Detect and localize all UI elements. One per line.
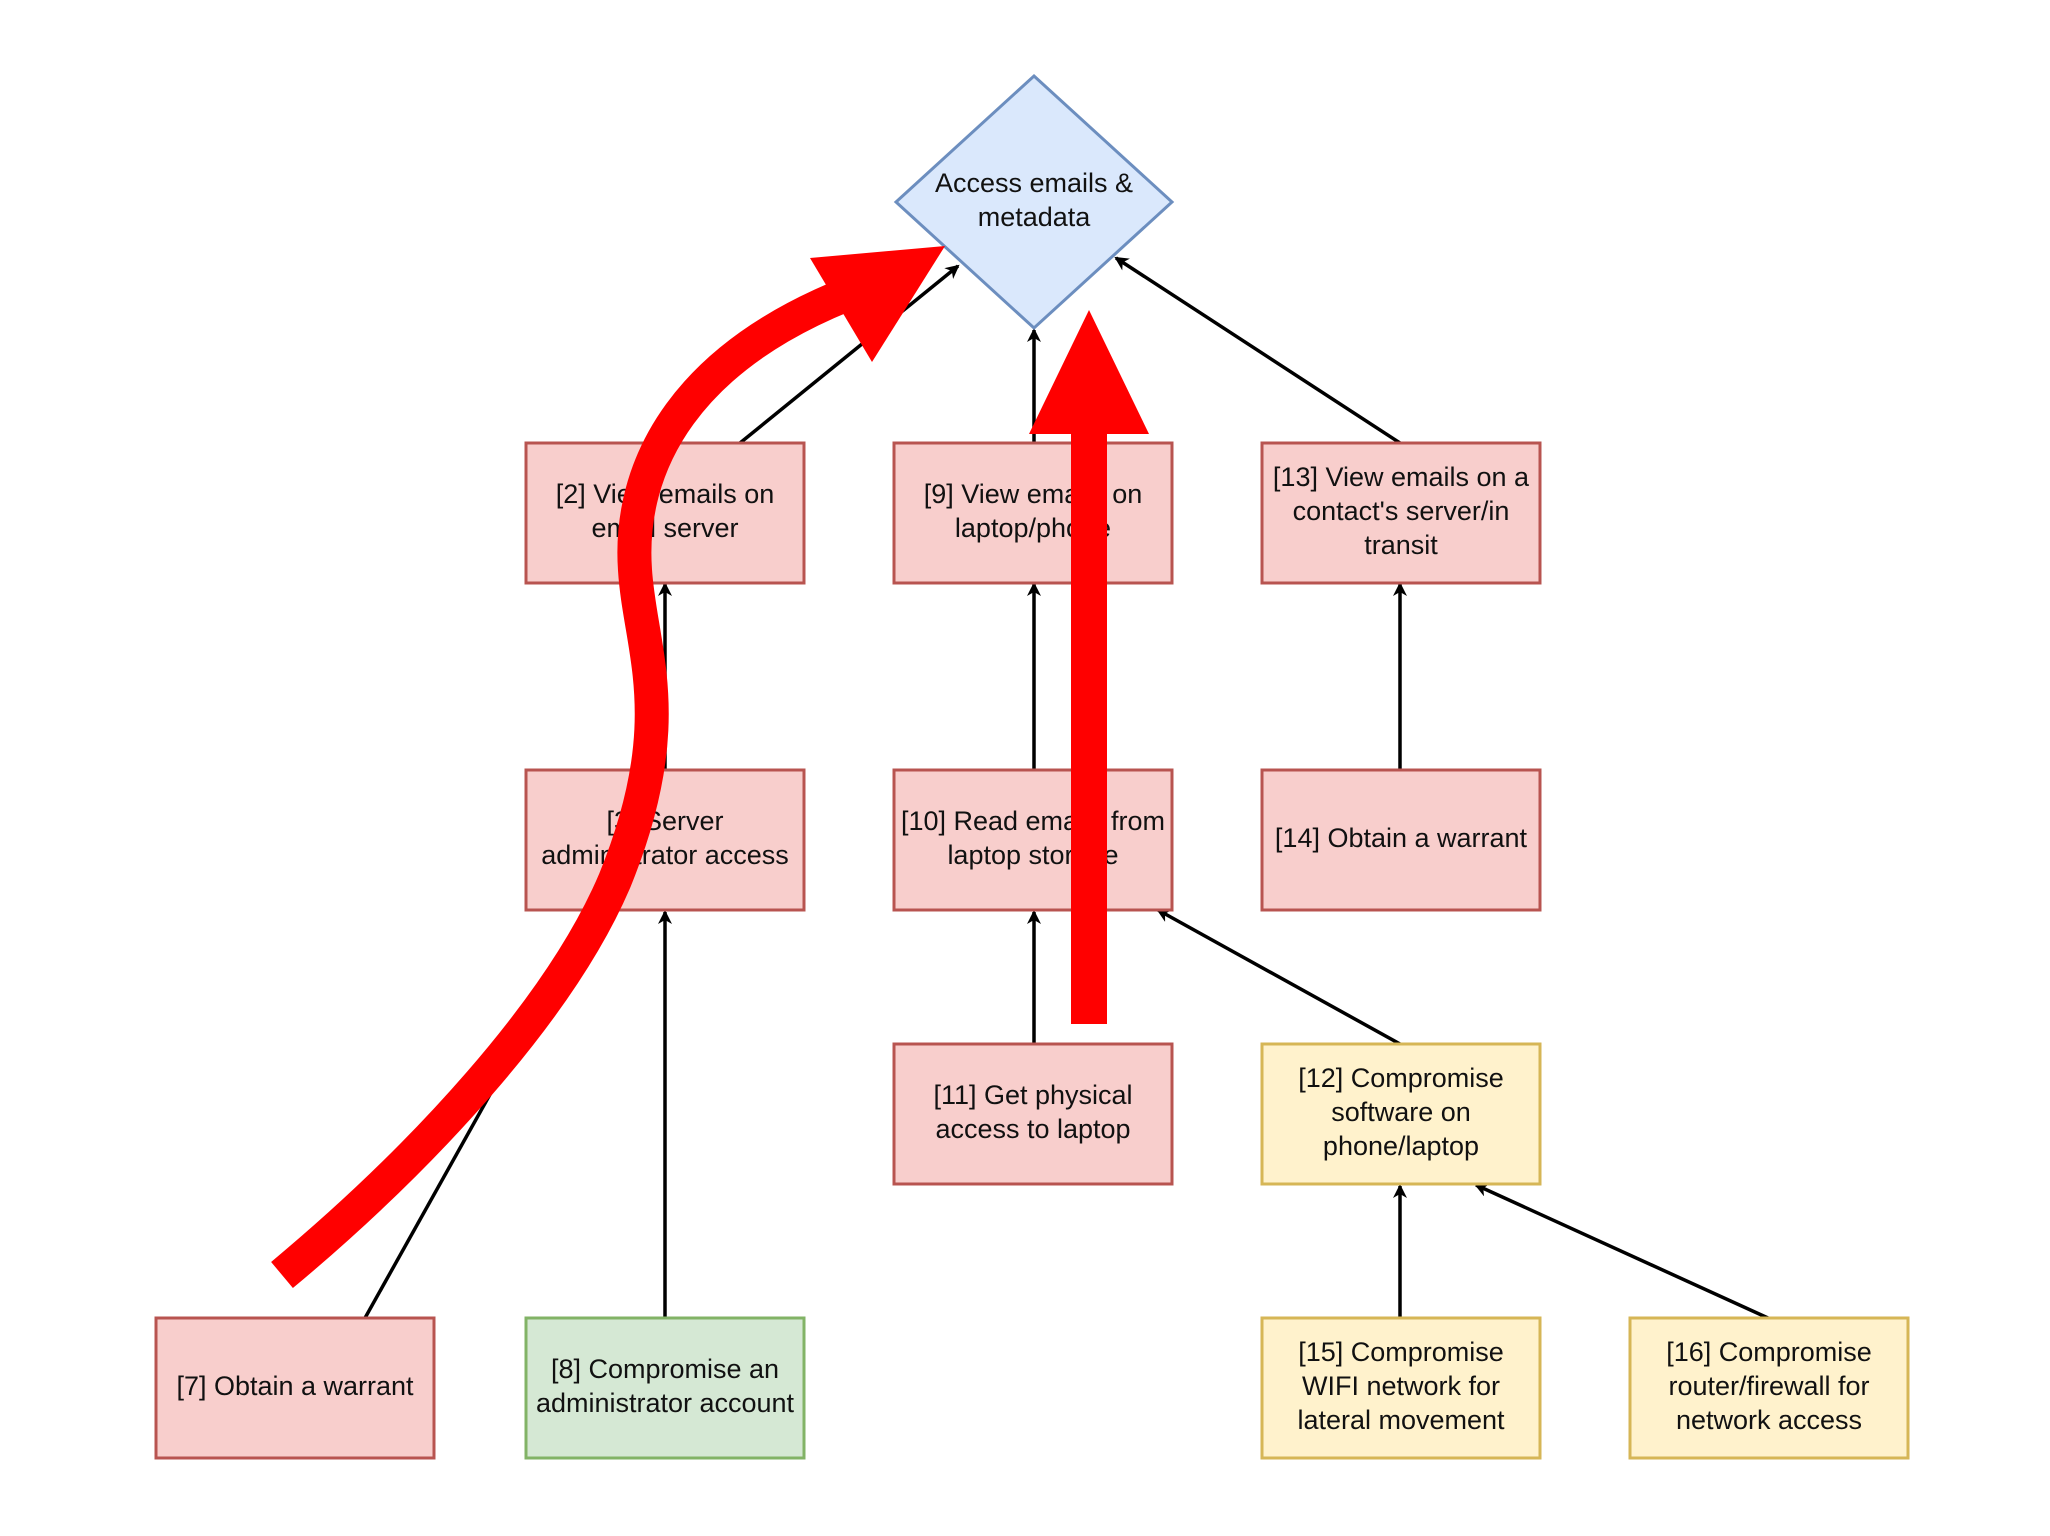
node-box-n16 (1628, 1316, 1910, 1460)
node-box-n11 (892, 1042, 1174, 1186)
node-label-n13-line-2: contact's server/in (1293, 496, 1510, 526)
node-label-goal-line-2: metadata (978, 202, 1092, 232)
node-box-n9 (892, 441, 1174, 585)
node-box-n13 (1260, 441, 1542, 585)
edges-layer (363, 256, 1769, 1320)
node-box-n10 (892, 768, 1174, 912)
node-label-n12-line-1: [12] Compromise (1298, 1063, 1504, 1093)
node-n14[interactable]: [14] Obtain a warrant (1260, 768, 1542, 912)
node-label-n2-line-2: email server (591, 513, 738, 543)
node-label-n12-line-2: software on (1331, 1097, 1471, 1127)
edge-n13-to-goal (1114, 256, 1401, 445)
node-n16[interactable]: [16] Compromise router/firewall for networ… (1628, 1316, 1910, 1460)
node-goal[interactable]: Access emails & metadata (893, 73, 1175, 331)
node-label-n8-line-1: [8] Compromise an (551, 1354, 779, 1384)
nodes-layer: Access emails & metadata [2] View emails o… (154, 73, 1910, 1460)
node-label-n15-line-1: [15] Compromise (1298, 1337, 1504, 1367)
curved-attack-path-arrowhead (810, 246, 945, 362)
highlight-layer (271, 246, 1149, 1289)
node-label-n12-line-3: phone/laptop (1323, 1131, 1479, 1161)
edge-n16-to-n12 (1474, 1183, 1769, 1320)
node-box-n14 (1260, 768, 1542, 912)
node-label-n15-line-2: WIFI network for (1302, 1371, 1500, 1401)
straight-attack-path-arrowhead (1029, 310, 1149, 434)
node-n12[interactable]: [12] Compromise software on phone/laptop (1260, 1042, 1542, 1186)
node-n13[interactable]: [13] View emails on a contact's server/in… (1260, 441, 1542, 585)
node-label-n8-line-2: administrator account (536, 1388, 795, 1418)
node-box-n3 (524, 768, 806, 912)
node-box-n12 (1260, 1042, 1542, 1186)
node-label-n11-line-2: access to laptop (935, 1114, 1130, 1144)
node-label-n10-line-1: [10] Read emails from (901, 806, 1165, 836)
node-label-n14-line-1: [14] Obtain a warrant (1275, 823, 1528, 853)
straight-attack-path-arrow (1071, 400, 1107, 1024)
node-box-n8 (524, 1316, 806, 1460)
node-n11[interactable]: [11] Get physical access to laptop (892, 1042, 1174, 1186)
node-label-n11-line-1: [11] Get physical (933, 1080, 1132, 1110)
node-label-n9-line-1: [9] View emails on (924, 479, 1143, 509)
node-label-n16-line-3: network access (1676, 1405, 1862, 1435)
node-label-n15-line-3: lateral movement (1297, 1405, 1505, 1435)
node-n7[interactable]: [7] Obtain a warrant (154, 1316, 436, 1460)
node-label-n3-line-2: administrator access (541, 840, 789, 870)
node-label-n16-line-1: [16] Compromise (1666, 1337, 1872, 1367)
node-label-goal-line-1: Access emails & (935, 168, 1133, 198)
curved-attack-path-arrow (271, 265, 886, 1289)
node-label-n13-line-1: [13] View emails on a (1273, 462, 1530, 492)
node-label-n13-line-3: transit (1364, 530, 1438, 560)
node-label-n2-line-1: [2] View emails on (556, 479, 775, 509)
node-label-n7-line-1: [7] Obtain a warrant (176, 1371, 414, 1401)
node-box-n7 (154, 1316, 436, 1460)
node-label-n16-line-2: router/firewall for (1668, 1371, 1869, 1401)
edge-n12-to-n10 (1156, 908, 1401, 1046)
edge-n2-to-goal (738, 264, 960, 445)
goal-diamond-shape (893, 73, 1175, 331)
node-n2[interactable]: [2] View emails on email server (524, 441, 806, 585)
node-box-n15 (1260, 1316, 1542, 1460)
node-n8[interactable]: [8] Compromise an administrator account (524, 1316, 806, 1460)
